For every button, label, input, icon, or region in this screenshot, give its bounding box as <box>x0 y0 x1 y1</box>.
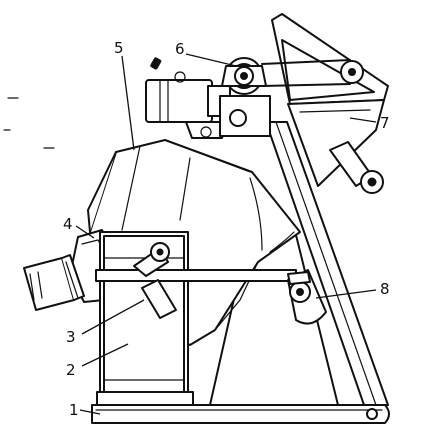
print-marks <box>3 97 55 149</box>
label-4: 4 <box>63 215 73 233</box>
label-2: 2 <box>66 361 76 379</box>
leader-lines <box>75 53 377 415</box>
label-7: 7 <box>380 114 390 132</box>
label-6: 6 <box>175 40 185 58</box>
label-3: 3 <box>66 328 76 346</box>
label-5: 5 <box>114 39 124 57</box>
pulley-6 <box>150 57 267 95</box>
latch <box>287 269 327 325</box>
hopper-wheel <box>329 141 384 194</box>
hopper <box>261 13 389 187</box>
base-frame <box>91 404 390 424</box>
label-1: 1 <box>69 401 79 419</box>
left-motor <box>23 254 85 311</box>
inclined-column <box>265 121 389 406</box>
label-8: 8 <box>380 280 390 298</box>
top-motor <box>145 79 231 139</box>
tilt-lever <box>133 242 177 319</box>
gearbox-bracket <box>219 95 271 137</box>
tie-bar <box>95 269 297 282</box>
